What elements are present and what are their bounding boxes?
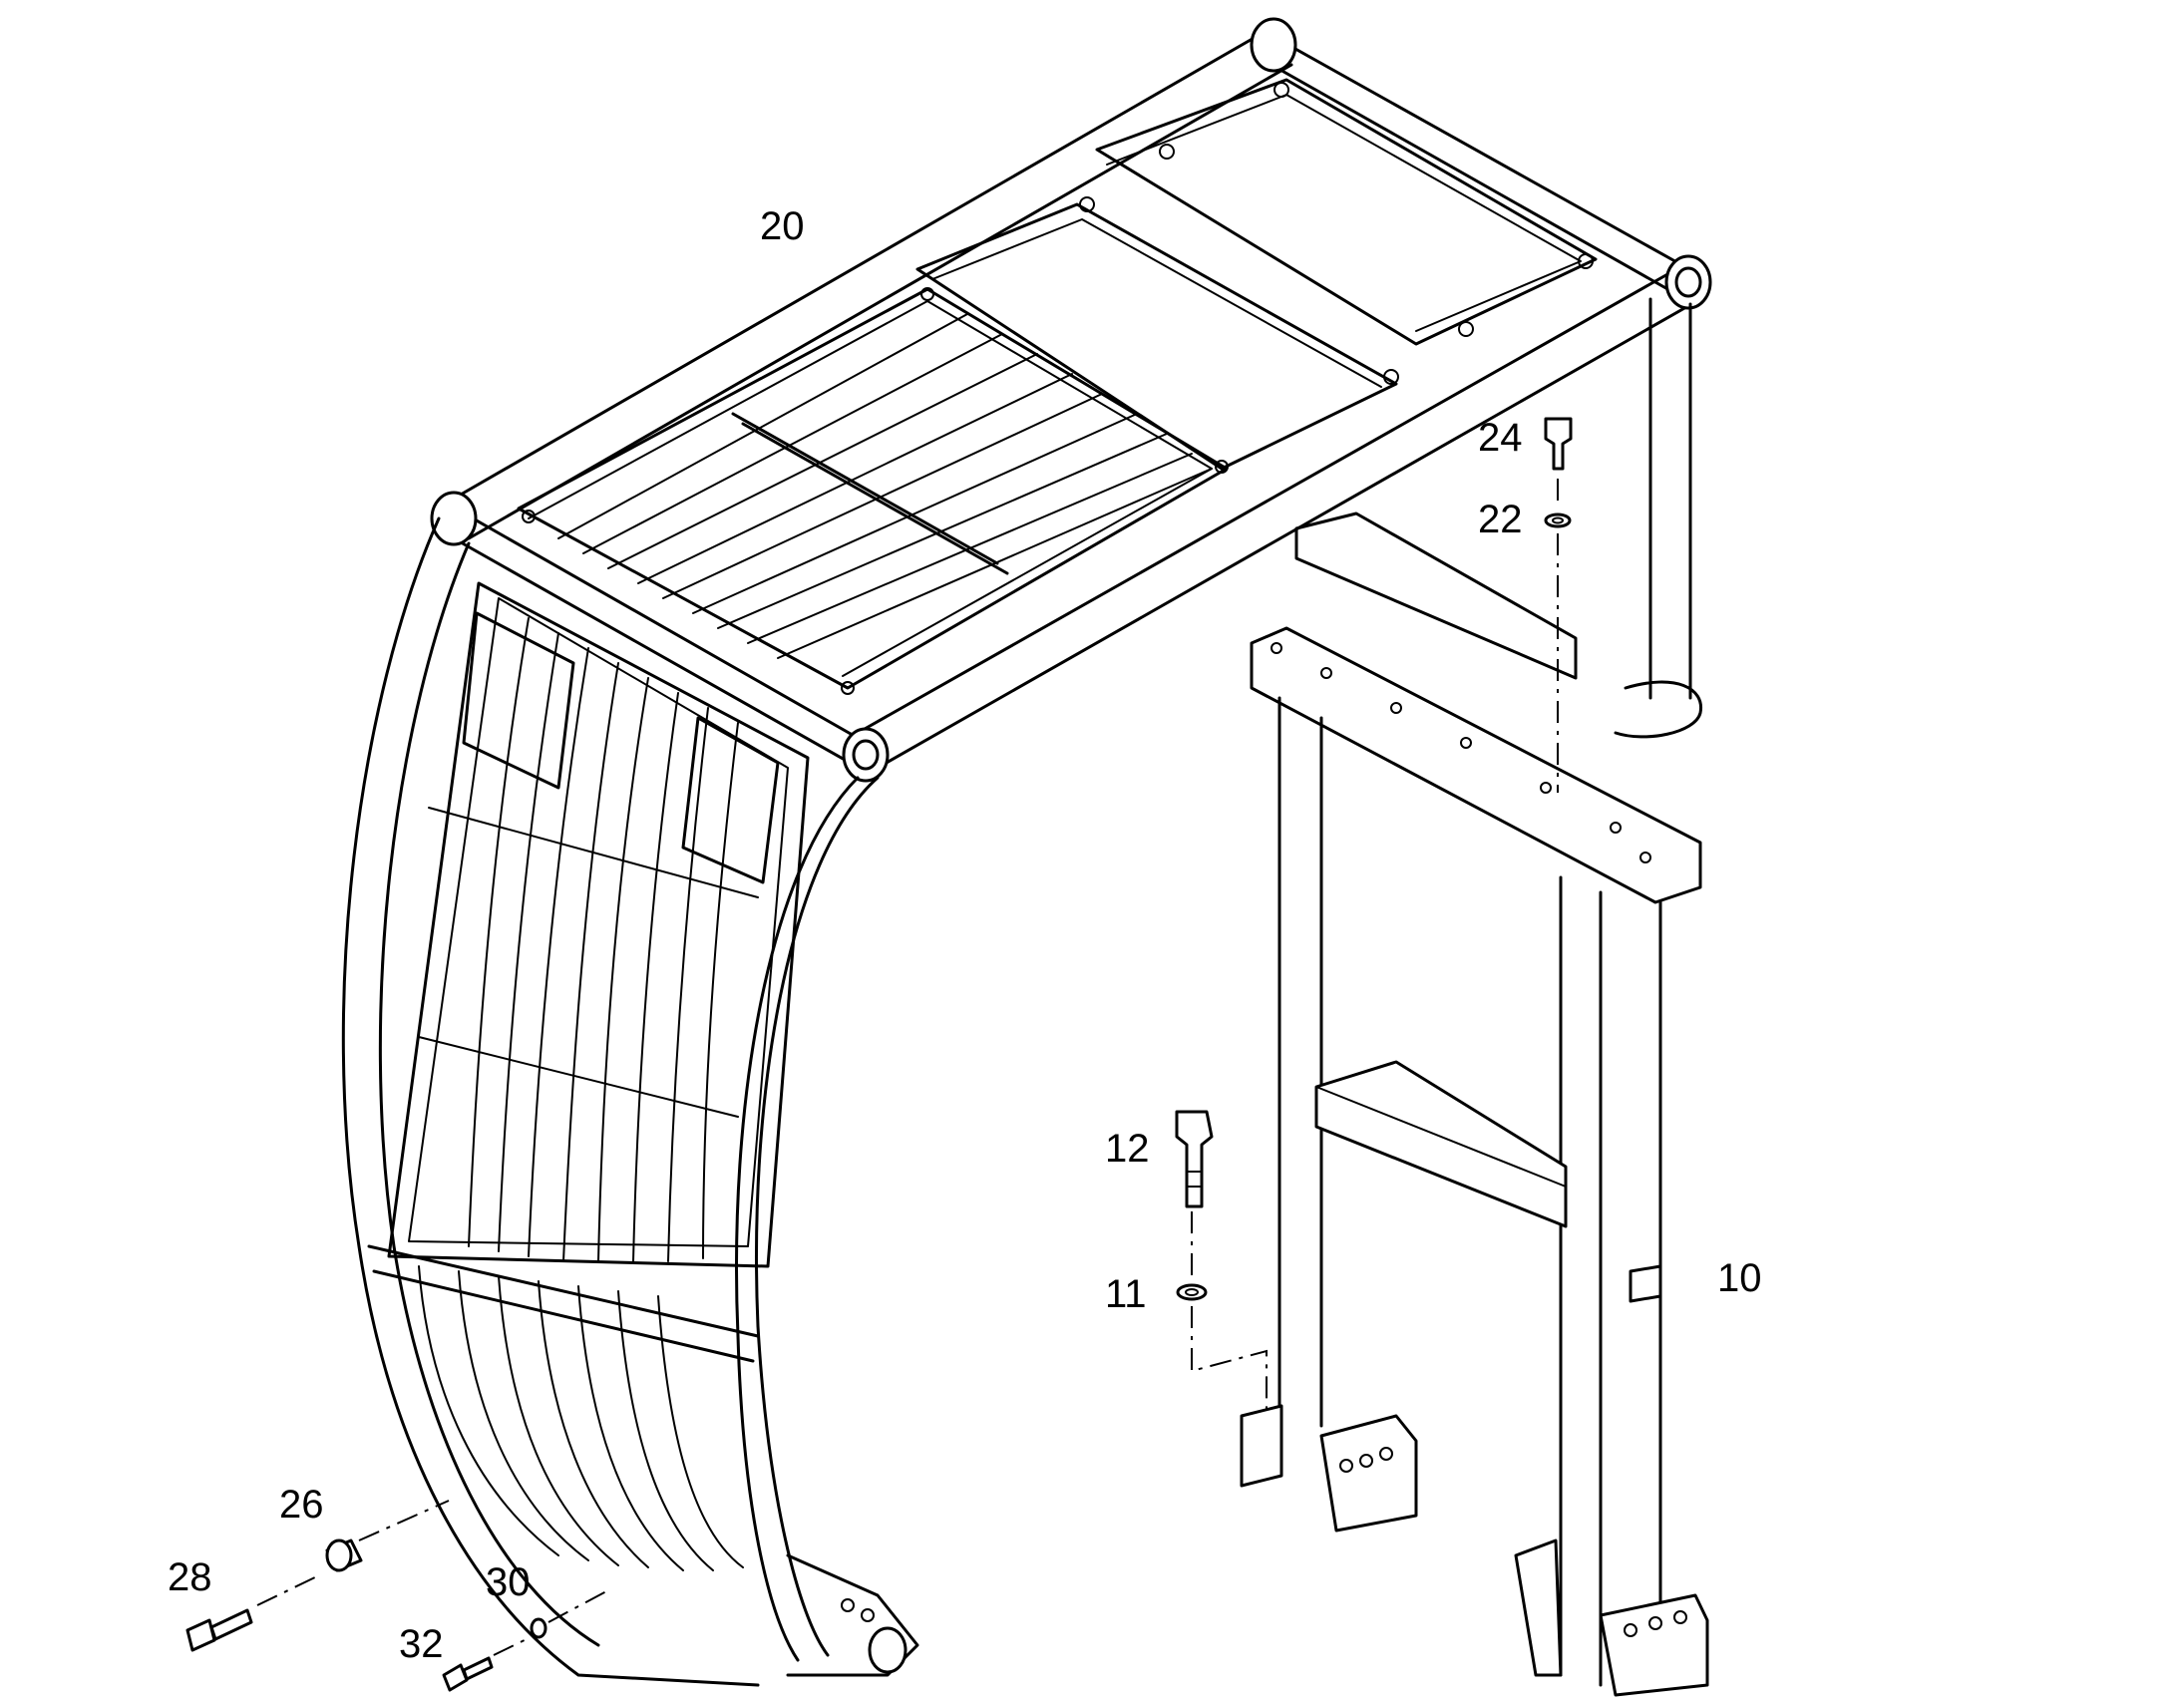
callout-22: 22 (1478, 498, 1523, 541)
fasteners (185, 417, 1573, 1692)
callout-24: 24 (1478, 416, 1523, 460)
callout-20: 20 (760, 204, 805, 248)
callout-12: 12 (1105, 1127, 1150, 1171)
roof-guard-frame (341, 17, 1712, 1687)
callout-10: 10 (1717, 1256, 1762, 1300)
callout-32: 32 (399, 1622, 444, 1666)
side-stand-assembly (1240, 512, 1709, 1697)
callout-11: 11 (1105, 1272, 1147, 1316)
callout-28: 28 (168, 1555, 212, 1599)
callout-30: 30 (486, 1560, 531, 1604)
callout-26: 26 (279, 1483, 324, 1527)
